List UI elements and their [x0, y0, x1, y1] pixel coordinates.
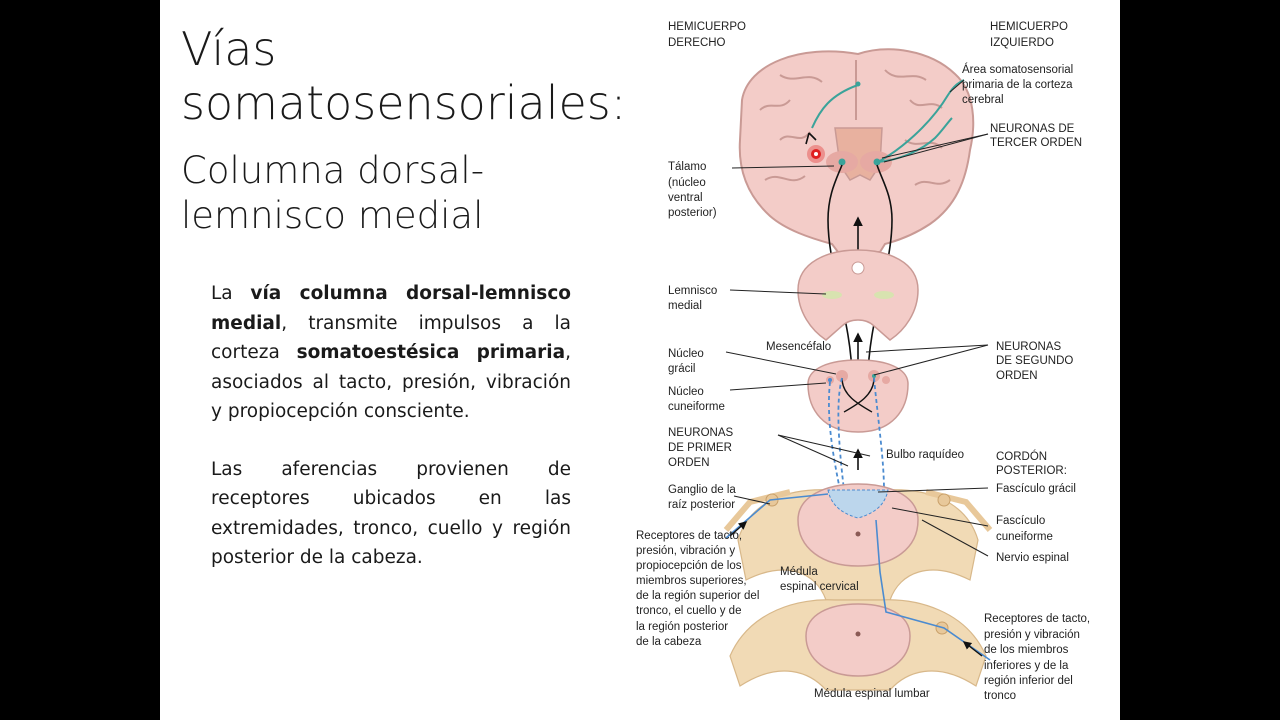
dorsal-column-diagram: HEMICUERPO DERECHO HEMICUERPO IZQUIERDO …: [636, 21, 1090, 702]
body-text: La vía columna dorsal-lemnisco medial, t…: [211, 279, 571, 601]
label-nucleo-gracil-2: grácil: [668, 363, 695, 375]
label-thalamus-1: Tálamo: [668, 161, 706, 173]
label-nucleo-cuneiforme-2: cuneiforme: [668, 401, 725, 413]
cervical-spinal-cord-illustration: [723, 483, 993, 601]
label-hemicuerpo-derecho-1: HEMICUERPO: [668, 21, 746, 33]
label-third-order-2: TERCER ORDEN: [990, 137, 1082, 149]
title-line-1: Vías: [181, 22, 277, 76]
laser-pointer: [807, 145, 825, 163]
label-first-order-2: DE PRIMER: [668, 442, 732, 454]
paragraph-2: Las aferencias provienen de receptores u…: [211, 458, 571, 569]
label-receptores-inf-6: tronco: [984, 690, 1016, 702]
slide-subtitle: Columna dorsal- lemnisco medial: [181, 148, 484, 238]
label-area-somatosensorial-1: Área somatosensorial: [962, 63, 1073, 76]
label-receptores-inf-2: presión y vibración: [984, 629, 1080, 641]
label-hemicuerpo-derecho-2: DERECHO: [668, 37, 726, 49]
label-hemicuerpo-izquierdo-1: HEMICUERPO: [990, 21, 1068, 33]
label-medula-cervical-2: espinal cervical: [780, 581, 859, 593]
label-medula-cervical-1: Médula: [780, 566, 818, 578]
label-receptores-inf-5: región inferior del: [984, 675, 1073, 687]
label-receptores-sup-6: tronco, el cuello y de: [636, 605, 741, 617]
label-ganglio-1: Ganglio de la: [668, 484, 736, 496]
label-first-order-3: ORDEN: [668, 457, 710, 469]
label-fasciculo-cuneiforme-1: Fascículo: [996, 515, 1045, 527]
label-receptores-sup-2: presión, vibración y: [636, 545, 735, 557]
slide-title: Vías somatosensoriales:: [181, 22, 626, 130]
label-first-order-1: NEURONAS: [668, 427, 734, 439]
label-ganglio-2: raíz posterior: [668, 499, 735, 511]
brain-illustration: [738, 48, 975, 253]
mesencephalon-illustration: [797, 249, 919, 341]
label-receptores-sup-3: propiocepción de los: [636, 560, 742, 572]
thalamus-neuron-right: [838, 158, 846, 166]
medulla-illustration: [807, 359, 909, 433]
label-second-order-3: ORDEN: [996, 370, 1038, 382]
label-lemnisco-1: Lemnisco: [668, 285, 717, 297]
subtitle-line-2: lemnisco medial: [181, 194, 484, 237]
label-receptores-sup-5: de la región superior del: [636, 590, 759, 602]
label-thalamus-4: posterior): [668, 207, 717, 219]
label-thalamus-2: (núcleo: [668, 177, 706, 189]
label-second-order-2: DE SEGUNDO: [996, 355, 1073, 367]
label-nucleo-gracil-1: Núcleo: [668, 348, 704, 360]
label-medula-lumbar: Médula espinal lumbar: [814, 688, 930, 700]
label-receptores-sup-4: miembros superiores,: [636, 575, 747, 587]
paragraph-1: La vía columna dorsal-lemnisco medial, t…: [211, 283, 571, 422]
label-fasciculo-gracil: Fascículo grácil: [996, 483, 1076, 495]
label-receptores-inf-3: de los miembros: [984, 644, 1069, 656]
label-fasciculo-cuneiforme-2: cuneiforme: [996, 531, 1053, 543]
label-hemicuerpo-izquierdo-2: IZQUIERDO: [990, 37, 1054, 49]
diagram-labels: HEMICUERPO DERECHO HEMICUERPO IZQUIERDO …: [636, 21, 1090, 702]
lumbar-spinal-cord-illustration: [729, 519, 991, 691]
label-nucleo-cuneiforme-1: Núcleo: [668, 386, 704, 398]
label-receptores-sup-8: de la cabeza: [636, 636, 702, 648]
label-receptores-sup-7: la región posterior: [636, 621, 728, 633]
label-area-somatosensorial-2: primaria de la corteza: [962, 79, 1073, 91]
label-third-order-1: NEURONAS DE: [990, 123, 1075, 135]
thalamus-neuron-left: [873, 158, 881, 166]
label-nervio-espinal: Nervio espinal: [996, 552, 1069, 564]
label-receptores-inf-4: inferiores y de la: [984, 660, 1069, 672]
label-area-somatosensorial-3: cerebral: [962, 94, 1004, 106]
label-thalamus-3: ventral: [668, 192, 703, 204]
label-lemnisco-2: medial: [668, 300, 702, 312]
label-bulbo-raquideo: Bulbo raquídeo: [886, 449, 964, 461]
subtitle-line-1: Columna dorsal-: [181, 149, 485, 192]
title-line-2: somatosensoriales:: [181, 76, 627, 130]
label-cordon-posterior-2: POSTERIOR:: [996, 465, 1067, 477]
label-receptores-sup-1: Receptores de tacto,: [636, 530, 742, 542]
leader-lines: [725, 79, 989, 557]
label-mesencefalo: Mesencéfalo: [766, 341, 831, 353]
slide: Vías somatosensoriales: Columna dorsal- …: [160, 0, 1120, 720]
label-receptores-inf-1: Receptores de tacto,: [984, 613, 1090, 625]
label-second-order-1: NEURONAS: [996, 341, 1062, 353]
label-cordon-posterior-1: CORDÓN: [996, 450, 1047, 463]
